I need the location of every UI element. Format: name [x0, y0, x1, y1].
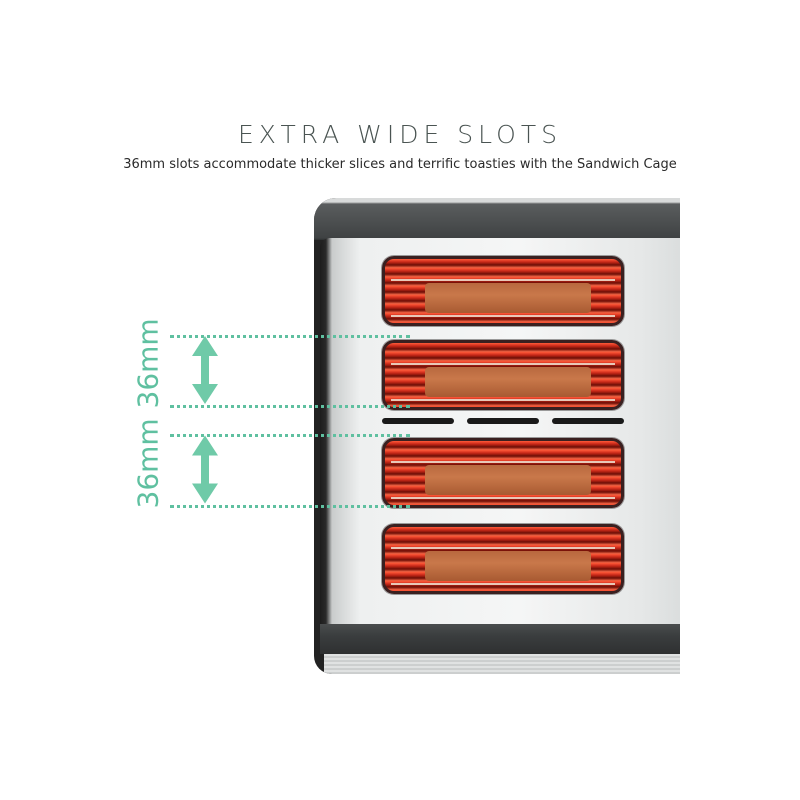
toaster-slot-3 — [382, 438, 624, 508]
page-title: EXTRA WIDE SLOTS — [238, 120, 562, 149]
toaster-image — [314, 198, 680, 674]
measure-label-1: 36mm — [131, 318, 165, 409]
bread-slice — [425, 551, 591, 581]
toaster-slot-1 — [382, 256, 624, 326]
measure-line-top-2 — [170, 434, 410, 437]
toaster-bottom-band — [320, 624, 680, 654]
toaster-top-band — [314, 198, 680, 240]
measure-line-top-1 — [170, 335, 410, 338]
toaster-front-panel — [320, 238, 680, 640]
measure-label-2: 36mm — [131, 418, 165, 509]
measure-line-bottom-1 — [170, 405, 410, 408]
bread-slice — [425, 283, 591, 313]
toaster-slot-2 — [382, 340, 624, 410]
double-arrow-vertical-icon — [192, 435, 218, 504]
toaster-slot-4 — [382, 524, 624, 594]
measure-line-bottom-2 — [170, 505, 410, 508]
page-subtitle: 36mm slots accommodate thicker slices an… — [123, 157, 677, 172]
toaster-base — [324, 654, 680, 674]
bread-slice — [425, 465, 591, 495]
toaster-vents — [382, 418, 624, 424]
double-arrow-vertical-icon — [192, 336, 218, 404]
bread-slice — [425, 367, 591, 397]
